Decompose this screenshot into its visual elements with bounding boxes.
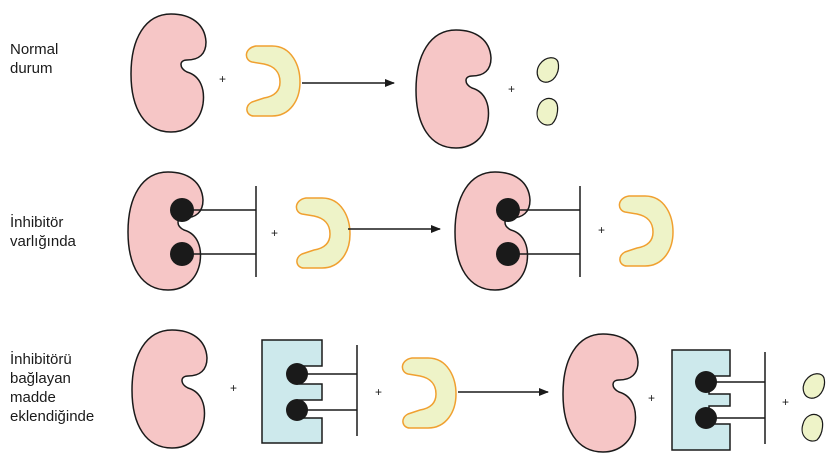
product-fragment [801,413,824,442]
row-label-line: İnhibitörü [10,351,72,368]
row-label-line: varlığında [10,233,76,250]
binding-agent-block [671,349,731,451]
enzyme-shape [130,13,207,133]
plus-sign: + [375,385,382,399]
plus-sign: + [782,395,789,409]
inhibitor-molecule [286,345,358,436]
plus-sign: + [508,82,515,96]
substrate-shape [401,357,457,429]
enzyme-shape [127,171,204,291]
row-label-line: İnhibitör [10,214,64,231]
row-label-line: durum [10,60,53,77]
product-fragment [802,373,826,399]
plus-sign: + [219,72,226,86]
substrate-shape [295,197,351,269]
enzyme-shape [415,29,492,149]
enzyme-shape [562,333,639,453]
row-label-inhibitor: İnhibitör varlığında [10,213,76,251]
row-label-line: eklendiğinde [10,408,95,425]
enzyme-shape [454,171,531,291]
plus-sign: + [271,226,278,240]
enzyme-shape [131,329,208,449]
plus-sign: + [648,391,655,405]
row-label-line: Normal [10,41,59,58]
product-fragment [536,57,560,83]
inhibitor-molecule [170,186,257,277]
row-label-line: madde [10,389,56,406]
plus-sign: + [598,223,605,237]
plus-sign: + [230,381,237,395]
row-label-binder-added: İnhibitörü bağlayan madde eklendiğinde [10,350,94,426]
substrate-shape [618,195,674,267]
binding-agent-block [261,339,323,444]
row-label-normal: Normal durum [10,40,58,78]
substrate-shape [245,45,301,117]
product-fragment [536,97,559,126]
inhibitor-molecule [695,352,766,444]
inhibitor-molecule [496,186,581,277]
row-label-line: bağlayan [10,370,71,387]
